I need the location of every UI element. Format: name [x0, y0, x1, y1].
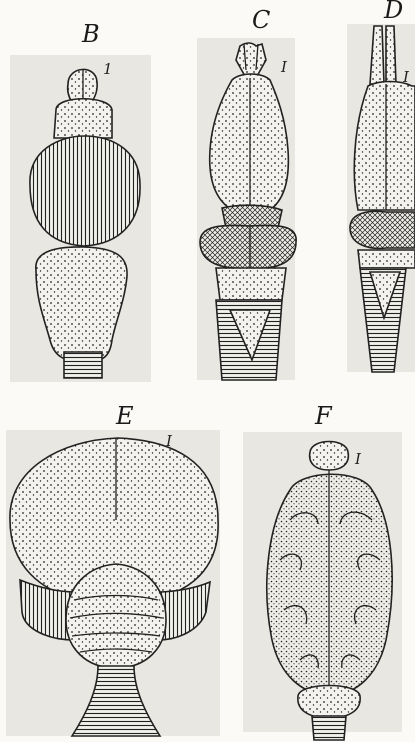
c-hindbrain: [216, 268, 286, 300]
f-olfactory-bulb: [310, 442, 349, 471]
panel-d: D I: [347, 0, 415, 372]
c-diencephalon: [222, 205, 282, 228]
f-cerebellum: [298, 686, 360, 719]
panel-f-label: I: [354, 450, 362, 468]
panel-b-label: 1: [103, 60, 113, 78]
d-forebrain: [354, 82, 415, 211]
panel-c-label: I: [280, 58, 288, 76]
panel-c-letter: C: [252, 6, 270, 34]
d-optic-lobes: [350, 211, 415, 248]
panel-f: F I: [243, 402, 402, 740]
panel-d-letter: D: [383, 0, 403, 24]
panel-e-letter: E: [115, 402, 134, 430]
panel-f-letter: F: [314, 402, 333, 430]
panel-c: C I: [197, 6, 296, 380]
d-hindbrain: [358, 250, 415, 268]
panel-b-letter: B: [81, 20, 100, 48]
b-cerebral-hemisphere: [30, 136, 140, 246]
c-optic-lobes: [200, 225, 296, 268]
b-forebrain: [54, 99, 112, 138]
panel-e: E I: [6, 402, 220, 736]
b-spinal-cord: [64, 352, 102, 378]
panel-b: B 1: [10, 20, 151, 382]
d-olfactory-tract-right: [386, 26, 396, 84]
f-medulla: [312, 716, 346, 740]
